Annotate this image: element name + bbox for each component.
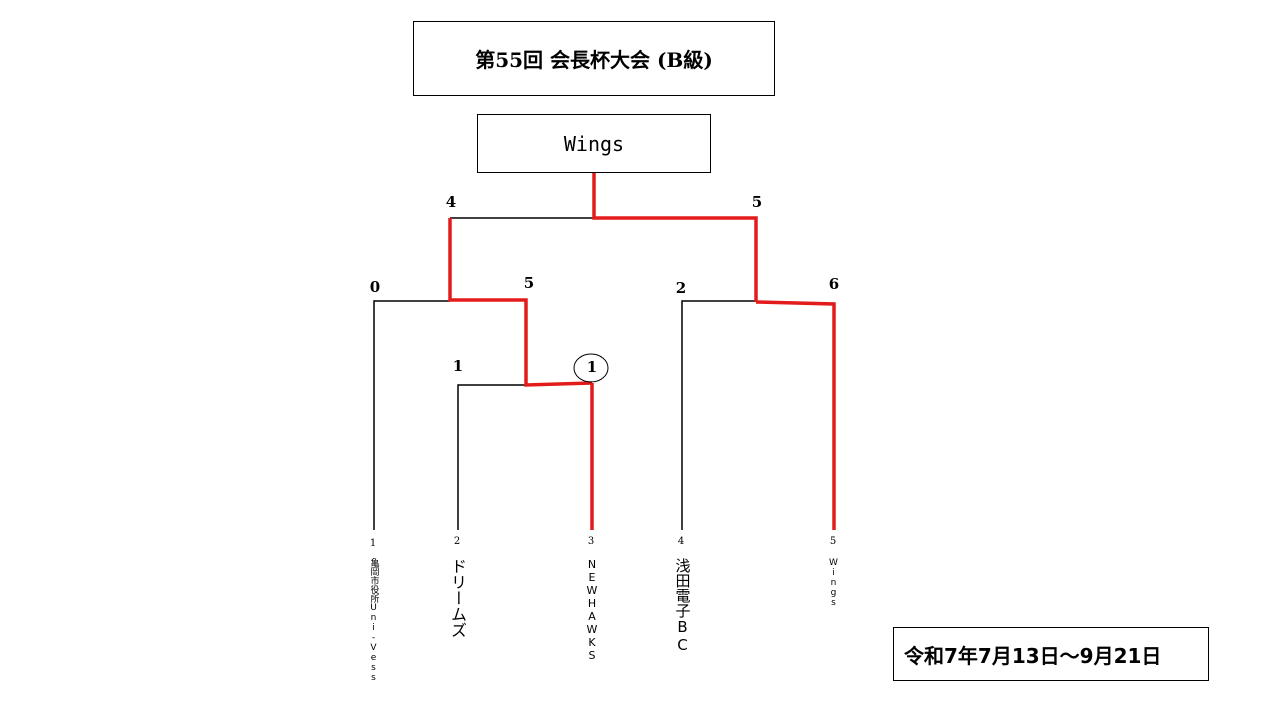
team2-line xyxy=(457,384,526,530)
score-circle xyxy=(573,353,609,383)
final-winner-path xyxy=(592,173,758,302)
score-semi-right-left: 2 xyxy=(675,279,687,297)
score-quarter-right: 1 xyxy=(586,358,598,376)
team-name-1: 亀岡市役所Uni-Vess xyxy=(368,558,379,683)
seed-2: 2 xyxy=(453,536,461,547)
tournament-title: 第55回 会長杯大会 (B級) xyxy=(413,21,775,96)
seed-1: 1 xyxy=(369,538,377,549)
score-final-right: 5 xyxy=(751,193,763,211)
team-name-3: NEWHAWKS xyxy=(585,558,599,662)
team5-winner-path xyxy=(755,300,836,530)
team-name-2: ドリームズ xyxy=(448,558,467,638)
seed-5: 5 xyxy=(829,536,837,547)
team-name-4: 浅田電子BC xyxy=(673,558,692,654)
score-semi-right-right: 6 xyxy=(828,275,840,293)
score-quarter-left: 1 xyxy=(452,357,464,375)
team4-line xyxy=(681,300,756,530)
bracket-red-lines xyxy=(448,173,836,530)
team-name-5: Wings xyxy=(828,558,839,608)
score-final-left: 4 xyxy=(445,193,457,211)
date-range: 令和7年7月13日～9月21日 xyxy=(893,627,1209,681)
champion-box: Wings xyxy=(477,114,711,173)
seed-3: 3 xyxy=(587,536,595,547)
bracket-black-lines xyxy=(373,217,756,530)
score-semi-left-top: 0 xyxy=(369,278,381,296)
score-semi-left-bottom: 5 xyxy=(523,274,535,292)
left-winner-path xyxy=(448,218,593,387)
team1-line xyxy=(373,300,450,530)
seed-4: 4 xyxy=(677,536,685,547)
